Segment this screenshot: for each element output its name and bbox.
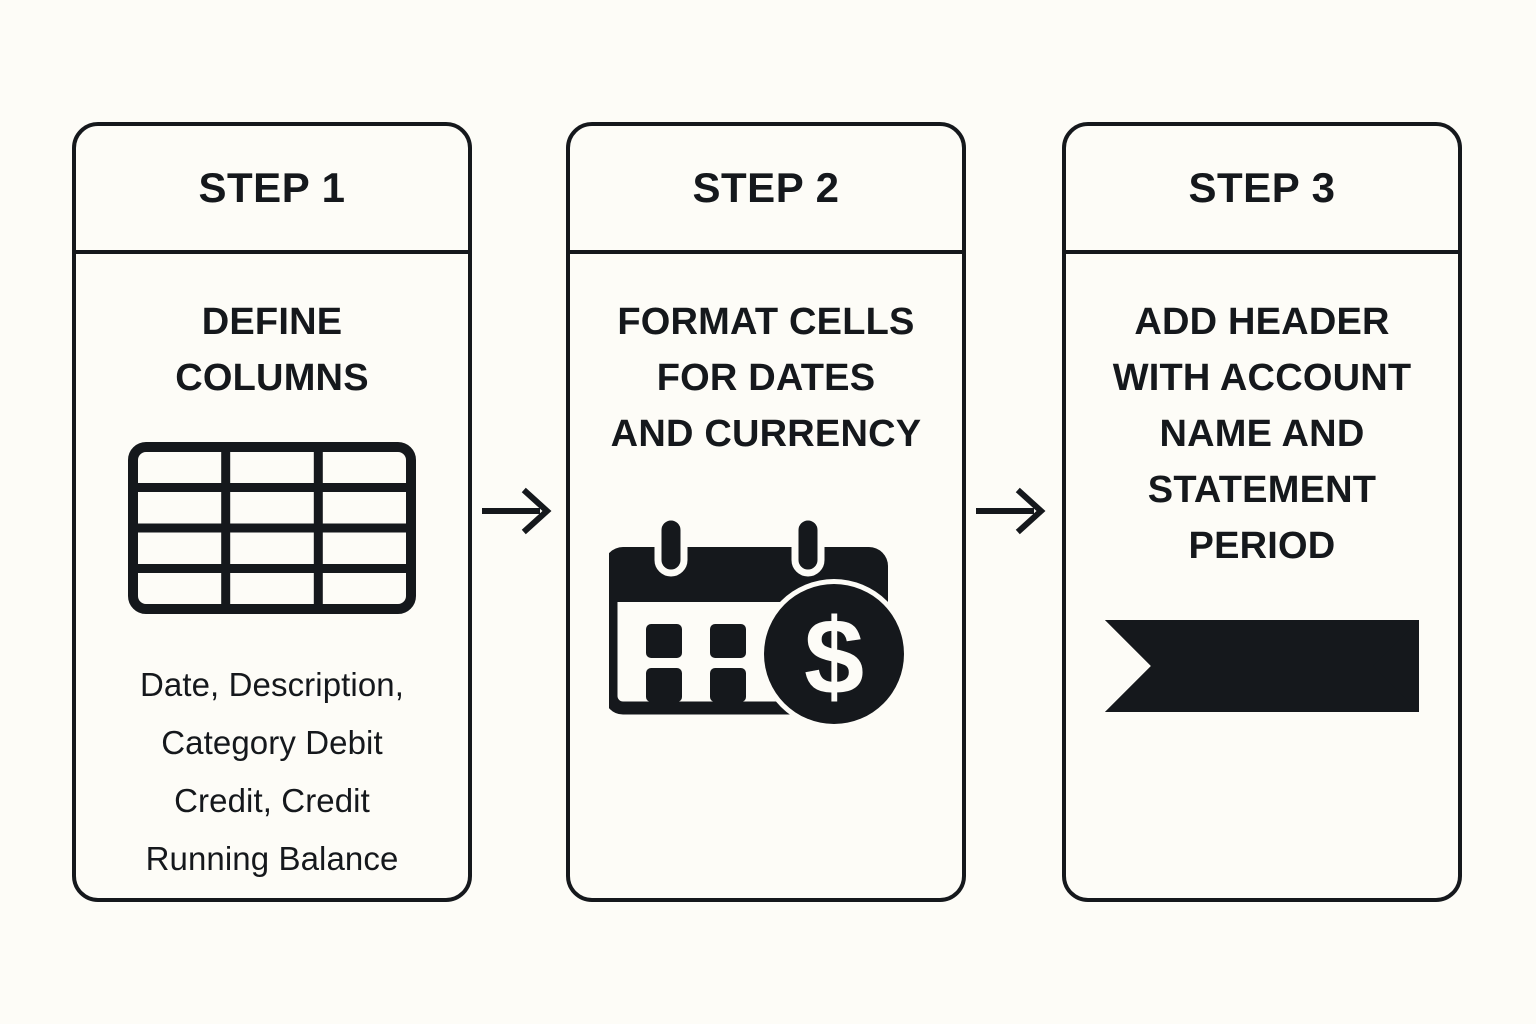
step-caption-1: Date, Description, Category Debit Credit…: [139, 666, 405, 877]
step-card-3: STEP 3 ADD HEADER WITH ACCOUNT NAME AND …: [1062, 122, 1462, 902]
step-card-2: STEP 2 FORMAT CELLS FOR DATES AND CURREN…: [566, 122, 966, 902]
step-card-1: STEP 1 DEFINE COLUMNS Date, Description,…: [72, 122, 472, 902]
arrow-right-icon: [976, 487, 1048, 535]
arrow-right-icon: [482, 487, 554, 535]
step-title-1: DEFINE COLUMNS: [175, 301, 369, 399]
step-label-2: STEP 2: [692, 164, 840, 211]
calendar-dollar-coin-icon: $: [609, 506, 923, 728]
ribbon-banner-icon: [1105, 620, 1419, 712]
step-card-2-body: FORMAT CELLS FOR DATES AND CURRENCY: [570, 254, 962, 898]
step-card-1-body: DEFINE COLUMNS Date, Description, Catego…: [76, 254, 468, 898]
step-card-2-header: STEP 2: [570, 126, 962, 254]
table-grid-icon: [128, 442, 416, 614]
svg-text:$: $: [804, 596, 864, 717]
step-card-1-header: STEP 1: [76, 126, 468, 254]
step-label-1: STEP 1: [198, 164, 346, 211]
step-label-3: STEP 3: [1188, 164, 1336, 211]
step-card-3-header: STEP 3: [1066, 126, 1458, 254]
step-title-3: ADD HEADER WITH ACCOUNT NAME AND STATEME…: [1112, 301, 1412, 567]
step-title-2: FORMAT CELLS FOR DATES AND CURRENCY: [610, 301, 922, 455]
step-card-3-body: ADD HEADER WITH ACCOUNT NAME AND STATEME…: [1066, 254, 1458, 898]
